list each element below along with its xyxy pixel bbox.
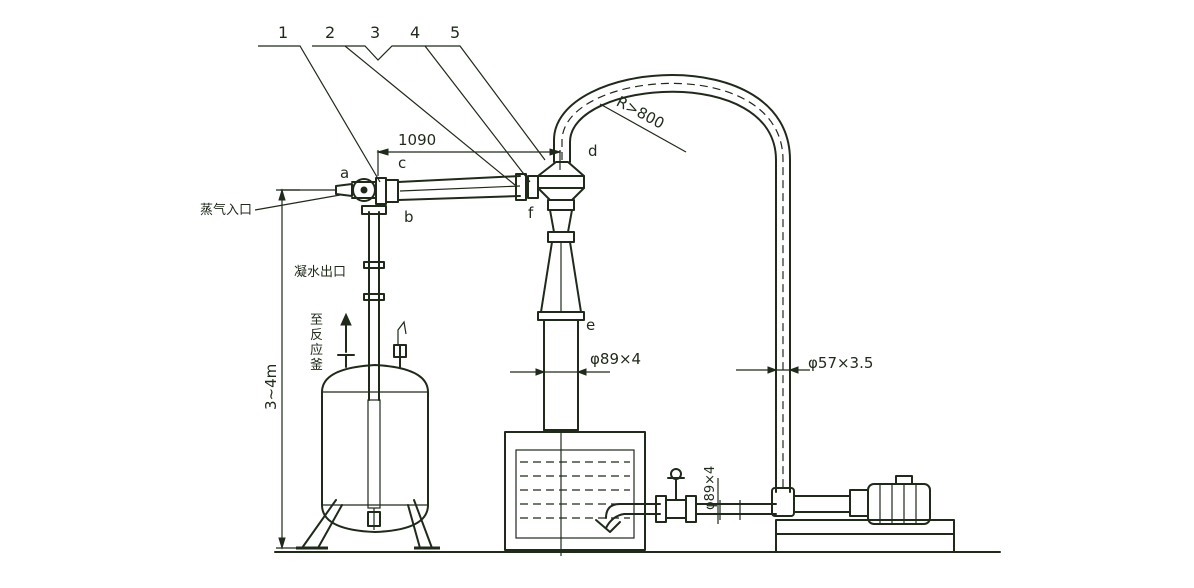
svg-text:应: 应: [310, 342, 323, 358]
point-d: d: [588, 142, 598, 160]
callout-5: 5: [450, 23, 460, 42]
point-e: e: [586, 316, 595, 334]
point-b: b: [404, 208, 414, 226]
dim-return-pipe: [736, 366, 810, 374]
point-a: a: [340, 164, 349, 182]
condensate-outlet-label: 凝水出口: [294, 264, 346, 280]
dimension-span-label: 1090: [398, 131, 436, 149]
callout-1: 1: [278, 23, 288, 42]
discharge-pipe: [595, 468, 777, 533]
callout-4: 4: [410, 23, 420, 42]
main-pipe-size: φ89×4: [590, 350, 641, 368]
ejector-body: [397, 173, 539, 201]
dimension-1090: [376, 148, 562, 176]
callout-leaders: [258, 45, 546, 186]
dim-height: [276, 188, 300, 550]
pump-motor: [760, 475, 955, 553]
water-tank: [504, 430, 646, 556]
condensate-pipe: [361, 205, 387, 401]
return-arch: [553, 74, 791, 493]
steam-head: [335, 177, 399, 205]
radius-leader: [599, 103, 687, 153]
point-f: f: [528, 204, 534, 222]
arrow-head-icon: [340, 312, 352, 326]
drain-pipe-size: φ89×4: [703, 466, 718, 510]
steam-inlet-leader: [254, 194, 341, 211]
svg-text:釜: 釜: [310, 358, 323, 373]
callout-2: 2: [325, 23, 335, 42]
mixer-column: [537, 161, 585, 431]
height-label: 3~4m: [262, 364, 280, 410]
steam-inlet-label: 蒸气入口: [200, 202, 252, 218]
svg-text:至: 至: [310, 313, 323, 328]
svg-text:反: 反: [310, 328, 323, 343]
callout-3: 3: [370, 23, 380, 42]
point-c: c: [398, 154, 406, 172]
to-reactor-label: 至 反 应 釜: [310, 313, 323, 373]
dim-main-pipe: [510, 368, 610, 376]
return-pipe-size: φ57×3.5: [808, 354, 873, 372]
reactor-vessel: [296, 320, 440, 550]
